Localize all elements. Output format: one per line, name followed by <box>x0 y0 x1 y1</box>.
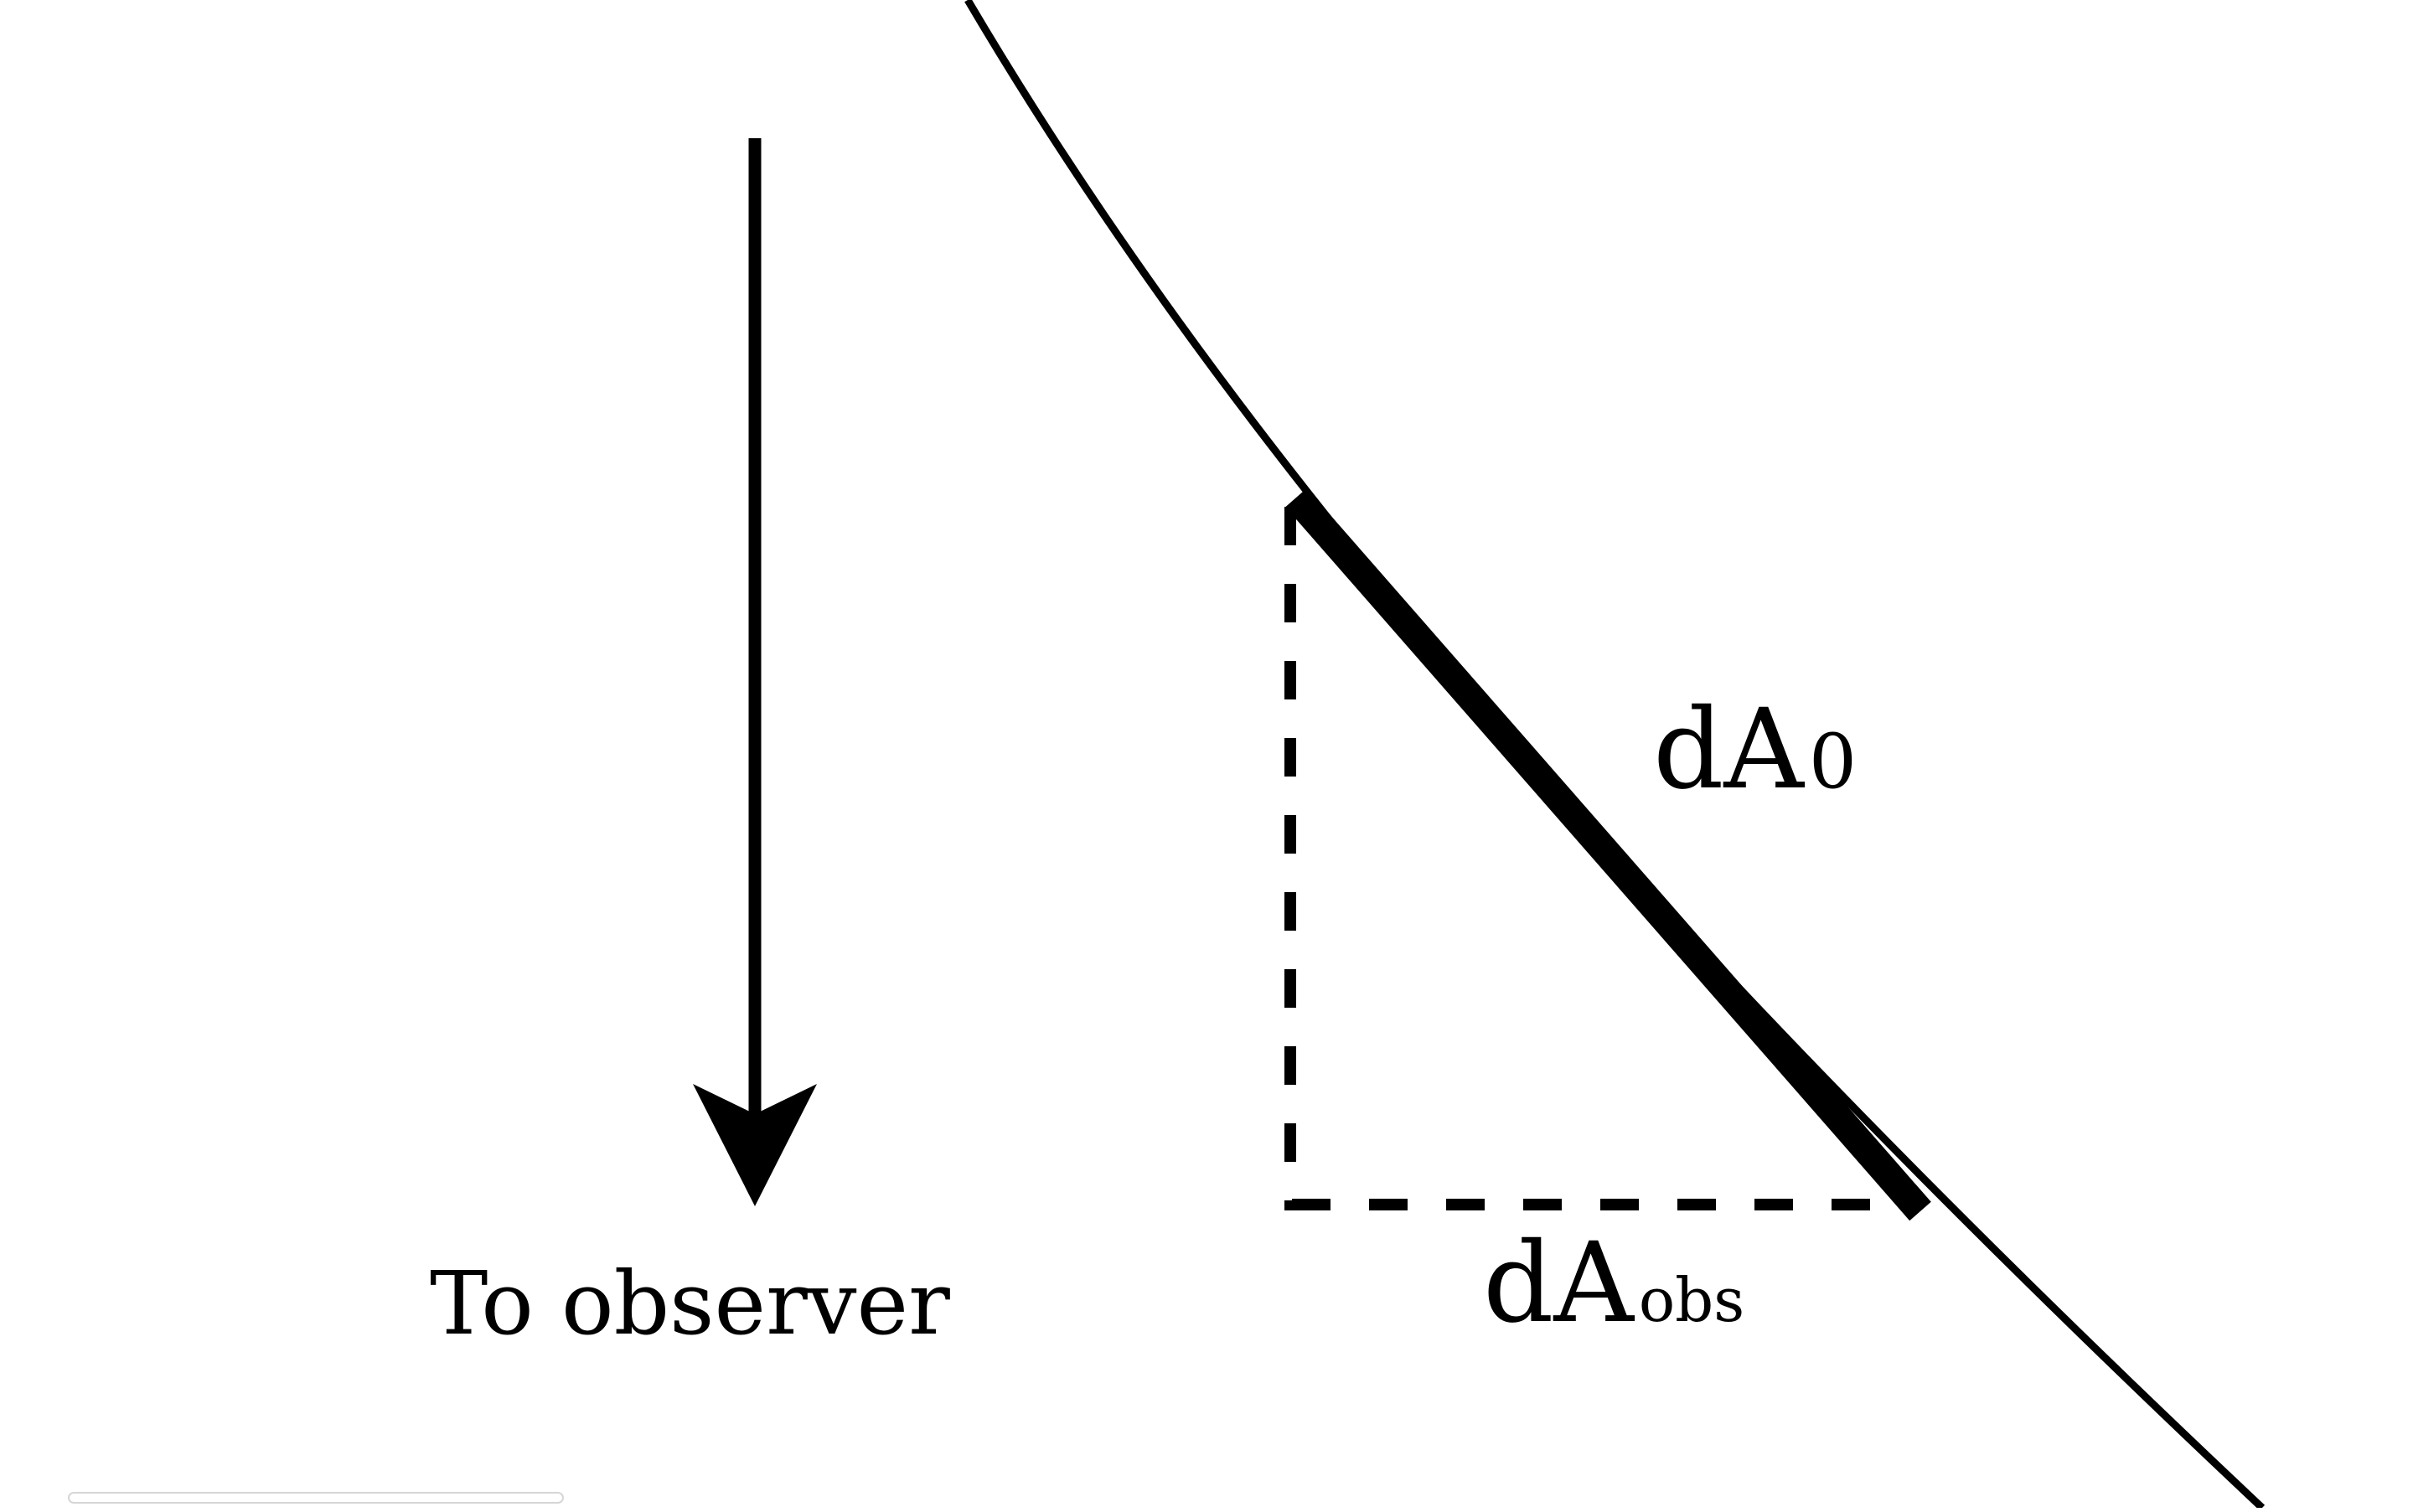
projected-element-label-subscript: obs <box>1639 1265 1744 1335</box>
surface-element-segment <box>1285 488 1931 1221</box>
projected-element-label-base: dA <box>1483 1219 1635 1348</box>
bottom-scrollbar[interactable] <box>68 1492 564 1504</box>
surface-element-label: dA0 <box>1653 685 1857 814</box>
observer-arrow-head <box>693 1084 817 1206</box>
surface-element-label-base: dA <box>1653 685 1805 814</box>
projected-element-label: dAobs <box>1483 1219 1744 1348</box>
observer-label: To observer <box>430 1252 950 1355</box>
surface-element-label-subscript: 0 <box>1809 718 1857 806</box>
